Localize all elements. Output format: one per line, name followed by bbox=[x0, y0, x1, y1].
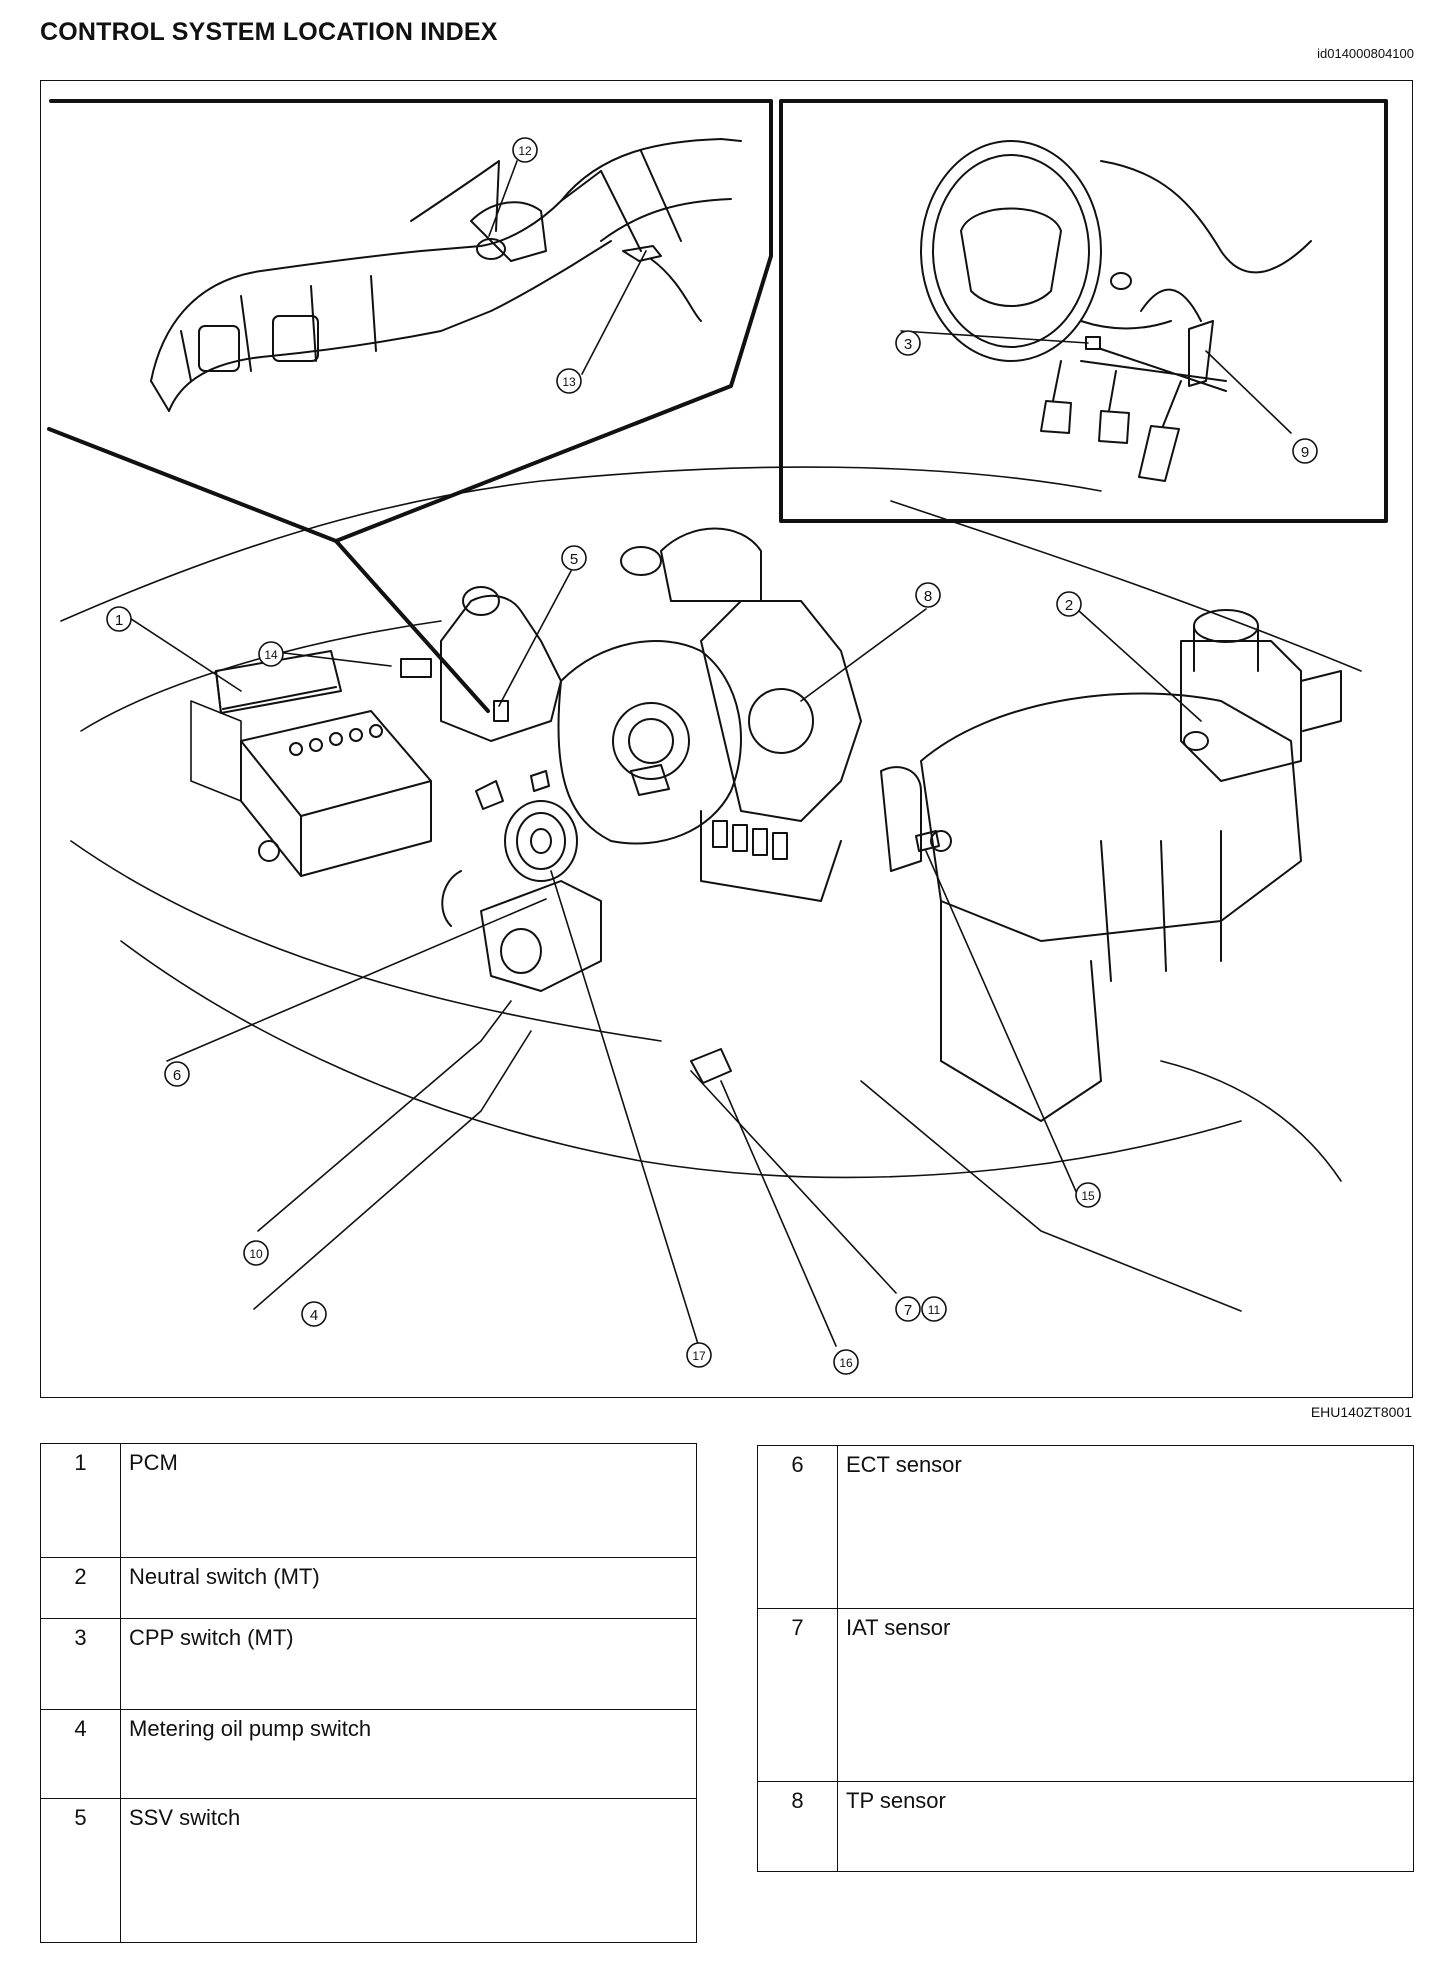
item-name: SSV switch bbox=[120, 1798, 697, 1943]
leader-14 bbox=[267, 650, 392, 667]
leader-9 bbox=[1205, 350, 1292, 434]
svg-text:17: 17 bbox=[692, 1349, 706, 1363]
svg-text:13: 13 bbox=[562, 375, 576, 389]
leader-13 bbox=[581, 250, 647, 375]
callout-4: 4 bbox=[301, 1301, 327, 1327]
callout-5: 5 bbox=[561, 545, 587, 571]
svg-text:8: 8 bbox=[924, 588, 932, 605]
leader-8 bbox=[800, 608, 927, 702]
callout-17: 17 bbox=[686, 1342, 712, 1368]
svg-text:14: 14 bbox=[264, 648, 278, 662]
leader-15 bbox=[925, 850, 1079, 1197]
callout-1: 1 bbox=[106, 606, 132, 632]
callout-16: 16 bbox=[833, 1349, 859, 1375]
callout-13: 13 bbox=[556, 368, 582, 394]
item-name: ECT sensor bbox=[837, 1445, 1414, 1609]
table-row: 7 IAT sensor bbox=[757, 1608, 1414, 1782]
svg-text:6: 6 bbox=[173, 1067, 181, 1084]
leader-5 bbox=[498, 570, 572, 707]
item-name: IAT sensor bbox=[837, 1608, 1414, 1782]
table-row: 3 CPP switch (MT) bbox=[40, 1618, 697, 1710]
svg-text:10: 10 bbox=[249, 1247, 263, 1261]
item-number: 8 bbox=[757, 1781, 838, 1872]
svg-text:16: 16 bbox=[839, 1356, 853, 1370]
callout-15: 15 bbox=[1075, 1182, 1101, 1208]
leader-1 bbox=[118, 610, 242, 692]
callout-2: 2 bbox=[1056, 591, 1082, 617]
inset-intake-frame bbox=[47, 99, 773, 543]
svg-text:3: 3 bbox=[904, 336, 912, 353]
inset-pedal-frame bbox=[779, 99, 1388, 523]
leader-16 bbox=[720, 1080, 837, 1347]
callout-10: 10 bbox=[243, 1240, 269, 1266]
leader-2 bbox=[1078, 610, 1202, 722]
callout-11: 11 bbox=[921, 1296, 947, 1322]
leader-3 bbox=[900, 330, 1089, 344]
item-number: 3 bbox=[40, 1618, 121, 1710]
svg-text:4: 4 bbox=[310, 1307, 318, 1324]
leader-17 bbox=[550, 870, 699, 1345]
leader-12 bbox=[488, 160, 518, 237]
diagram-drawing: 1 2 3 4 5 6 7 8 9 10 11 12 13 14 15 16 1… bbox=[47, 99, 1388, 1375]
item-name: Neutral switch (MT) bbox=[120, 1557, 697, 1619]
page-title: CONTROL SYSTEM LOCATION INDEX bbox=[40, 18, 498, 46]
svg-text:9: 9 bbox=[1301, 444, 1309, 461]
svg-text:1: 1 bbox=[115, 612, 123, 629]
svg-text:2: 2 bbox=[1065, 597, 1073, 614]
svg-text:7: 7 bbox=[904, 1302, 912, 1319]
svg-text:5: 5 bbox=[570, 551, 578, 568]
item-name: PCM bbox=[120, 1443, 697, 1558]
index-table-right: 6 ECT sensor 7 IAT sensor 8 TP sensor bbox=[757, 1445, 1414, 1872]
svg-text:12: 12 bbox=[518, 144, 532, 158]
item-number: 2 bbox=[40, 1557, 121, 1619]
document-id: id014000804100 bbox=[1317, 46, 1414, 61]
callout-14: 14 bbox=[258, 641, 284, 667]
table-row: 1 PCM bbox=[40, 1443, 697, 1558]
callout-6: 6 bbox=[164, 1061, 190, 1087]
svg-text:11: 11 bbox=[928, 1303, 941, 1317]
item-number: 6 bbox=[757, 1445, 838, 1609]
table-row: 2 Neutral switch (MT) bbox=[40, 1557, 697, 1619]
callout-12: 12 bbox=[512, 137, 538, 163]
leader-7-11 bbox=[690, 1070, 897, 1294]
figure-code: EHU140ZT8001 bbox=[1310, 1404, 1412, 1420]
item-number: 5 bbox=[40, 1798, 121, 1943]
item-number: 1 bbox=[40, 1443, 121, 1558]
leader-6 bbox=[166, 898, 547, 1062]
leader-4 bbox=[253, 1030, 532, 1310]
callout-8: 8 bbox=[915, 582, 941, 608]
location-diagram: 1 2 3 4 5 6 7 8 9 10 11 12 13 14 15 16 1… bbox=[40, 80, 1413, 1398]
item-number: 7 bbox=[757, 1608, 838, 1782]
index-table-left: 1 PCM 2 Neutral switch (MT) 3 CPP switch… bbox=[40, 1443, 697, 1943]
callout-9: 9 bbox=[1292, 438, 1318, 464]
callout-7: 7 bbox=[895, 1296, 921, 1322]
leader-10 bbox=[257, 1000, 512, 1232]
table-row: 4 Metering oil pump switch bbox=[40, 1709, 697, 1799]
item-name: TP sensor bbox=[837, 1781, 1414, 1872]
table-row: 8 TP sensor bbox=[757, 1781, 1414, 1872]
item-name: Metering oil pump switch bbox=[120, 1709, 697, 1799]
table-row: 5 SSV switch bbox=[40, 1798, 697, 1943]
table-row: 6 ECT sensor bbox=[757, 1445, 1414, 1609]
svg-text:15: 15 bbox=[1081, 1189, 1095, 1203]
callout-3: 3 bbox=[895, 330, 921, 356]
item-name: CPP switch (MT) bbox=[120, 1618, 697, 1710]
item-number: 4 bbox=[40, 1709, 121, 1799]
